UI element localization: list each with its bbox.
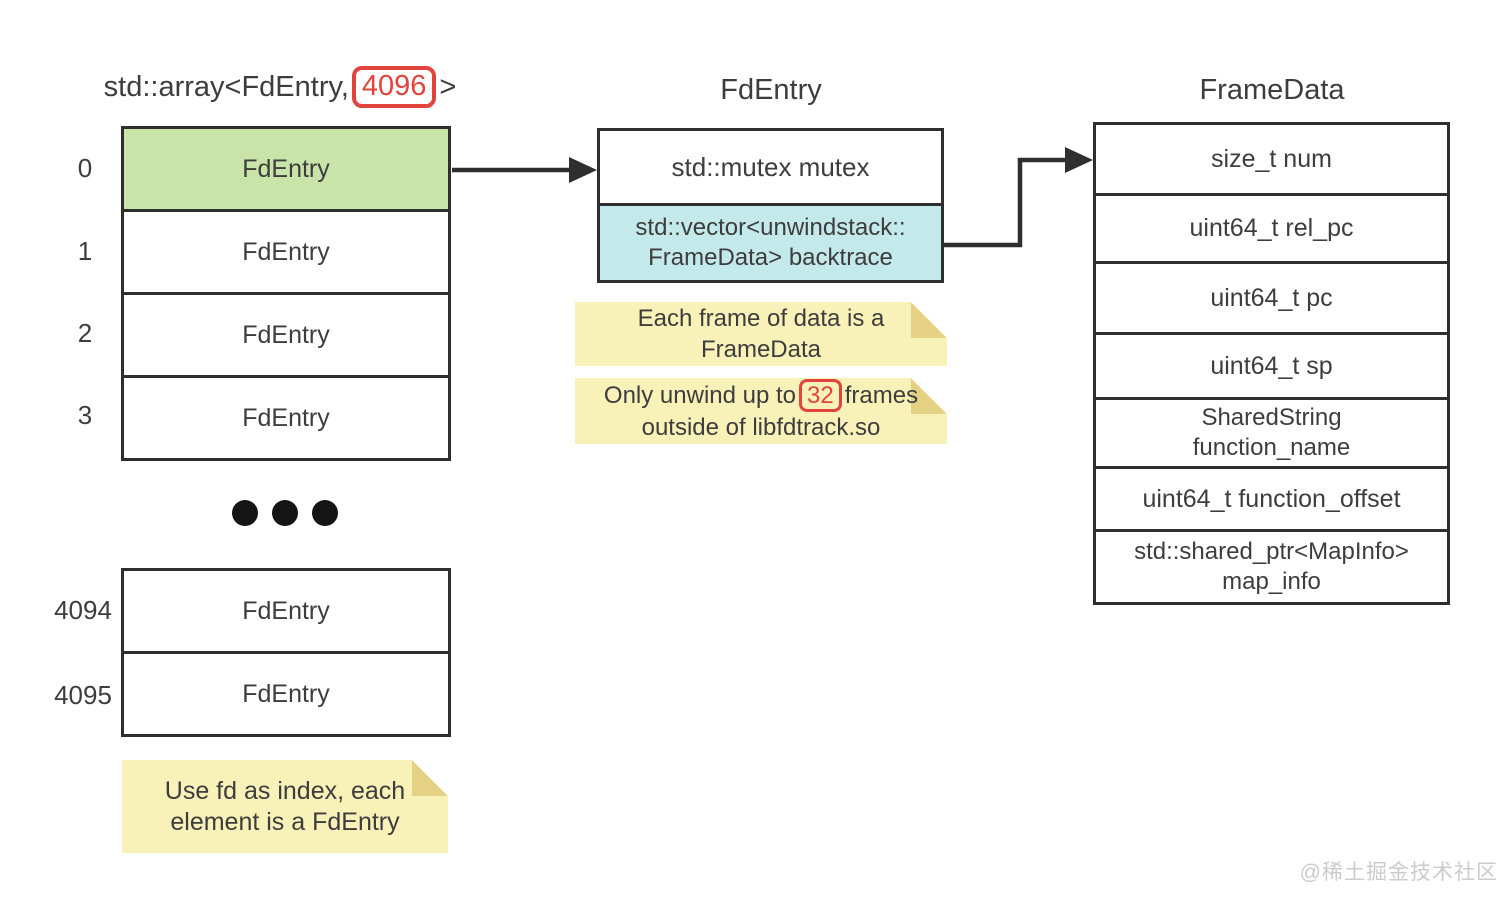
array-index-0: 0 [77,153,93,183]
ellipsis-dots [232,500,338,526]
fdentry-row-mutex-label: std::mutex mutex [671,151,870,182]
note-unwind-line2: outside of libfdtrack.so [641,414,881,442]
array-row-4095-label: FdEntry [242,679,330,708]
fdentry-backtrace-line2: FrameData> backtrace [648,244,893,271]
array-top-box: FdEntry FdEntry FdEntry FdEntry [121,126,451,461]
framedata-box: size_t num uint64_t rel_pc uint64_t pc u… [1093,122,1450,605]
arrowhead-backtrace-to-framedata [1065,147,1093,173]
fdentry-title: FdEntry [720,73,822,106]
note-fd-index-line2: element is a FdEntry [170,807,400,836]
array-row-4094-label: FdEntry [242,596,330,625]
framedata-pc-label: uint64_t pc [1210,283,1333,312]
array-row-2: FdEntry [124,292,448,375]
array-index-3: 3 [77,400,93,430]
note-fd-index: Use fd as index, each element is a FdEnt… [122,760,448,853]
framedata-rel-pc-label: uint64_t rel_pc [1189,214,1354,242]
array-row-4095: FdEntry [124,651,448,734]
fdentry-row-mutex: std::mutex mutex [600,131,941,203]
framedata-function-offset-label: uint64_t function_offset [1142,484,1401,513]
framedata-function-name-line2: function_name [1192,434,1351,461]
array-title-prefix: std::array<FdEntry, [103,70,349,103]
framedata-map-info-line1: std::shared_ptr<MapInfo> [1134,538,1409,565]
array-row-3-label: FdEntry [242,403,330,432]
framedata-row-map-info: std::shared_ptr<MapInfo> map_info [1096,529,1447,602]
framedata-title: FrameData [1199,73,1345,106]
framedata-row-rel-pc: uint64_t rel_pc [1096,193,1447,261]
arrowhead-array-to-fdentry [569,157,597,183]
note-unwind-before: Only unwind up to [603,381,797,409]
framedata-num-label: size_t num [1211,144,1332,173]
array-title: std::array<FdEntry, 4096 > [80,64,480,110]
arrow-backtrace-to-framedata [944,157,1065,248]
ellipsis-dot [312,500,338,526]
array-row-1: FdEntry [124,209,448,292]
array-row-4094: FdEntry [124,571,448,651]
array-row-2-label: FdEntry [242,320,330,349]
array-index-2: 2 [77,318,93,348]
ellipsis-dot [232,500,258,526]
note-fold-corner [911,378,947,414]
note-framedata-line2: FrameData [700,336,822,363]
fdentry-box: std::mutex mutex std::vector<unwindstack… [597,128,944,283]
framedata-row-sp: uint64_t sp [1096,332,1447,397]
framedata-row-function-name: SharedString function_name [1096,397,1447,466]
note-fd-index-line1: Use fd as index, each [164,776,406,805]
framedata-map-info-line2: map_info [1222,568,1321,595]
array-row-1-label: FdEntry [242,237,330,266]
framedata-sp-label: uint64_t sp [1210,351,1333,380]
fdentry-backtrace-line1: std::vector<unwindstack:: [635,214,906,241]
array-size-highlight: 4096 [351,66,437,108]
note-frame-is-framedata: Each frame of data is a FrameData [575,302,947,366]
array-row-3: FdEntry [124,375,448,458]
array-index-1: 1 [77,236,93,266]
note-fold-corner [911,302,947,338]
note-unwind-after: frames [844,381,919,409]
watermark: @稀土掘金技术社区 [1299,861,1498,884]
framedata-row-pc: uint64_t pc [1096,261,1447,332]
ellipsis-dot [272,500,298,526]
note-fold-corner [412,760,448,796]
array-index-4095: 4095 [54,680,112,710]
unwind-frames-highlight: 32 [799,378,842,413]
fdentry-row-backtrace: std::vector<unwindstack:: FrameData> bac… [600,203,941,280]
array-row-0: FdEntry [124,129,448,209]
framedata-function-name-line1: SharedString [1201,404,1342,431]
framedata-row-num: size_t num [1096,125,1447,193]
array-title-suffix: > [439,70,457,103]
array-bottom-box: FdEntry FdEntry [121,568,451,737]
framedata-row-function-offset: uint64_t function_offset [1096,466,1447,529]
note-framedata-line1: Each frame of data is a [637,305,885,332]
array-row-0-label: FdEntry [242,154,330,183]
array-index-4094: 4094 [54,595,112,625]
